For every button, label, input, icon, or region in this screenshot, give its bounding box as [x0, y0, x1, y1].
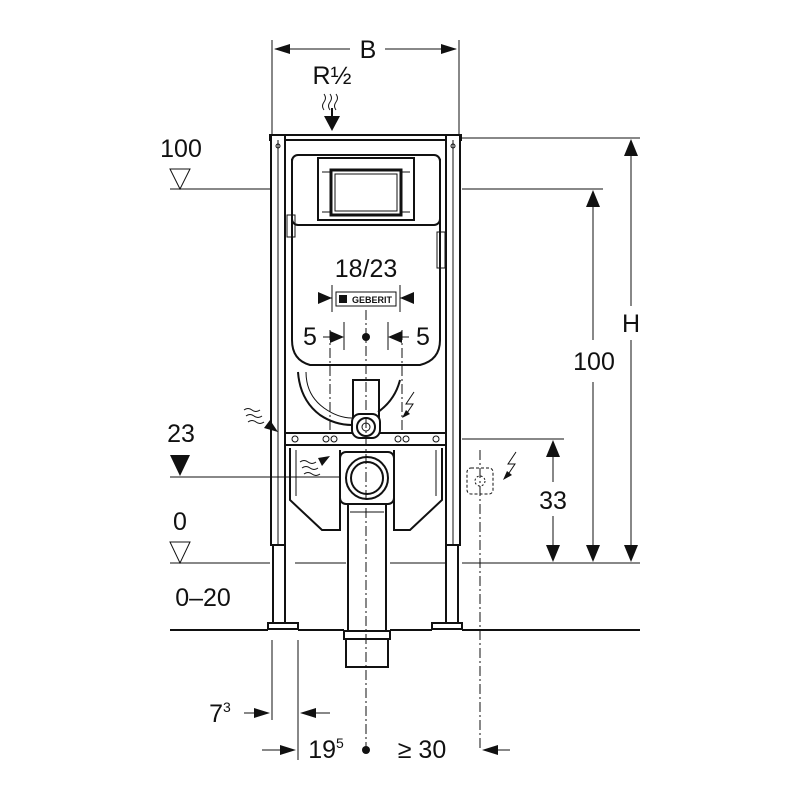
height-total-label: H	[622, 310, 640, 338]
level-0-marker: 0	[169, 508, 191, 565]
height-total-dimension: H	[622, 139, 640, 562]
socket-electrical-icon	[503, 451, 517, 480]
level-marker-icon: 100	[160, 135, 202, 191]
bottom-offset-7: 73	[209, 640, 330, 760]
dim-min-30-label: ≥ 30	[398, 736, 446, 764]
level-lines	[170, 137, 640, 631]
width-dimension: B	[271, 36, 460, 135]
level-0-label: 0	[173, 508, 187, 536]
power-socket-icon	[466, 450, 494, 750]
height-100-label: 100	[573, 348, 615, 376]
bottom-offset-19: 195 ≥ 30	[262, 735, 510, 764]
dim-7-label: 73	[209, 699, 231, 728]
water-icon-frame	[243, 408, 278, 432]
brand-plate: GEBERIT	[335, 291, 397, 307]
water-supply-icon: R½	[313, 62, 352, 131]
socket-height-dimension: 33	[539, 440, 567, 562]
water-icon-lower	[299, 456, 330, 476]
water-supply-label: R½	[313, 62, 352, 90]
floor-range-label: 0–20	[175, 584, 231, 612]
installation-frame	[267, 134, 463, 630]
width-label: B	[360, 36, 377, 64]
dim-19-label: 195	[308, 735, 344, 764]
level-100-label: 100	[160, 135, 202, 163]
level-23-marker: 23	[167, 420, 195, 476]
flush-width-label: 18/23	[335, 255, 398, 283]
flush-width-dimension: 18/23	[318, 255, 414, 312]
level-23-label: 23	[167, 420, 195, 448]
offset-left-label: 5	[303, 323, 317, 351]
electrical-icon	[402, 391, 415, 418]
brand-logo: GEBERIT	[352, 295, 393, 305]
offset-right-label: 5	[416, 323, 430, 351]
socket-height-label: 33	[539, 487, 567, 515]
offset-dimensions: 5 5	[303, 322, 430, 432]
drain-assembly	[289, 310, 443, 750]
height-100-dimension: 100	[573, 190, 615, 562]
cistern	[286, 154, 446, 439]
